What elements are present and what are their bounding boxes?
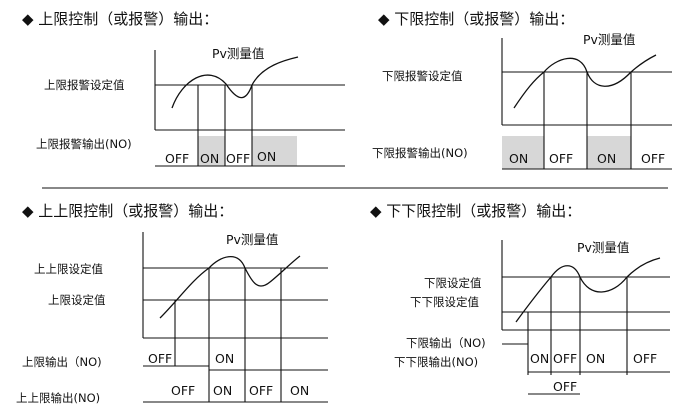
state-on: ON [200, 151, 219, 166]
state-off: OFF [641, 151, 665, 166]
state-off: OFF [171, 383, 195, 398]
output-2-label: 下下限输出(NO) [394, 355, 478, 369]
state-on: ON [257, 149, 276, 164]
setpoint-label: 下限报警设定值 [382, 69, 463, 83]
state-off: OFF [633, 351, 657, 366]
upper-setpoint-label: 上限设定值 [48, 293, 106, 307]
state-off: OFF [553, 351, 577, 366]
state-on: ON [597, 151, 616, 166]
upper-upper-setpoint-label: 上上限设定值 [34, 262, 103, 276]
panel-title: ◆ 上限控制（或报警）输出： [22, 10, 218, 28]
state-on: ON [215, 351, 234, 366]
state-on: ON [213, 383, 232, 398]
panel-upper-upper-limit: ◆ 上上限控制（或报警）输出： Pv测量值 上上限设定值 上限设定值 上限输出（… [16, 202, 328, 405]
state-on: ON [290, 383, 309, 398]
pv-label: Pv测量值 [577, 240, 629, 255]
output-1-label: 上限输出（NO) [22, 355, 102, 369]
state-off: OFF [165, 151, 189, 166]
pv-curve [159, 255, 301, 319]
state-off: OFF [148, 351, 172, 366]
lower-lower-setpoint-label: 下下限设定值 [410, 295, 479, 309]
state-on: ON [509, 151, 528, 166]
panel-title: ◆ 下限控制（或报警）输出： [378, 10, 574, 28]
output-label: 下限报警输出(NO) [372, 146, 468, 160]
setpoint-label: 上限报警设定值 [44, 78, 125, 92]
pv-curve [515, 257, 661, 323]
on-region [252, 136, 297, 166]
state-off: OFF [226, 151, 250, 166]
pv-curve [171, 56, 299, 109]
panel-lower-lower-limit: ◆ 下下限控制（或报警）输出： Pv测量值 下限设定值 下下限设定值 下限输出（… [370, 202, 670, 395]
output-1-label: 下限输出（NO) [406, 336, 486, 350]
pv-label: Pv测量值 [226, 232, 278, 247]
state-on: ON [586, 351, 605, 366]
panel-lower-limit: ◆ 下限控制（或报警）输出： Pv测量值 下限报警设定值 下限报警输出(NO) … [372, 10, 672, 170]
on-region [587, 136, 631, 169]
lower-setpoint-label: 下限设定值 [424, 276, 482, 290]
pv-label: Pv测量值 [212, 46, 264, 61]
state-off: OFF [553, 379, 577, 394]
panel-upper-limit: ◆ 上限控制（或报警）输出： Pv测量值 上限报警设定值 上限报警输出(NO) … [22, 10, 345, 167]
pv-label: Pv测量值 [583, 32, 635, 47]
panel-title: ◆ 上上限控制（或报警）输出： [22, 202, 233, 220]
on-region [502, 136, 544, 169]
panel-title: ◆ 下下限控制（或报警）输出： [370, 202, 581, 220]
state-off: OFF [549, 151, 573, 166]
on-region [198, 136, 225, 166]
state-on: ON [530, 351, 549, 366]
state-off: OFF [249, 383, 273, 398]
output-label: 上限报警输出(NO) [36, 137, 132, 151]
pv-curve [513, 54, 657, 109]
output-2-label: 上上限输出(NO) [16, 391, 100, 405]
